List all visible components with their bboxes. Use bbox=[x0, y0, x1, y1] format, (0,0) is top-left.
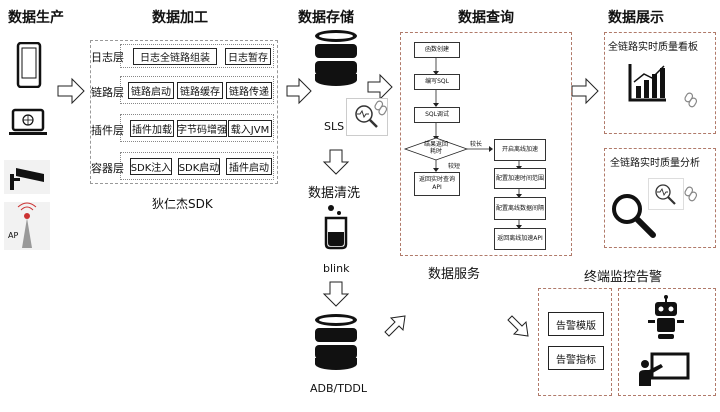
flow-create-func: 函数创建 bbox=[414, 42, 460, 58]
laptop-icon bbox=[8, 108, 48, 140]
beaker-icon bbox=[322, 204, 350, 250]
box-bytecode: 字节码增强 bbox=[177, 120, 227, 137]
cleaning-label: 数据清洗 bbox=[308, 186, 361, 201]
flow-write-sql: 编写SQL bbox=[414, 74, 460, 90]
title-production: 数据生产 bbox=[8, 10, 64, 26]
flow-short-label: 较短 bbox=[448, 163, 461, 170]
arrow-proc-to-store bbox=[286, 77, 312, 105]
arrow-adb-to-service bbox=[384, 315, 406, 337]
chart-icon bbox=[628, 62, 668, 102]
flow-debug-sql: SQL调试 bbox=[414, 107, 460, 123]
arrow-store-to-query bbox=[367, 73, 393, 101]
layer-log-label: 日志层 bbox=[91, 51, 124, 64]
box-log-stage: 日志暂存 bbox=[225, 48, 271, 65]
analysis-thumbnail bbox=[648, 178, 684, 210]
presenter-icon bbox=[636, 352, 690, 388]
layer-container-label: 容器层 bbox=[91, 162, 124, 175]
alert-indicator-box: 告警指标 bbox=[548, 346, 604, 370]
layer-plugin-label: 插件层 bbox=[91, 124, 124, 137]
layer-link-frame bbox=[120, 76, 274, 104]
phone-icon bbox=[16, 42, 42, 88]
flow-config-time: 配置加速时间范围 bbox=[494, 168, 546, 189]
alert-rules-panel bbox=[538, 288, 612, 396]
svg-text:AP: AP bbox=[8, 231, 18, 240]
decision-diamond bbox=[403, 137, 469, 161]
arrow-service-to-alert bbox=[507, 315, 529, 337]
title-processing: 数据加工 bbox=[152, 10, 208, 26]
flow-return-realtime: 返回实时查询API bbox=[414, 172, 460, 196]
flow-return-offline: 返回离线加速API bbox=[494, 228, 546, 250]
database-adb-icon bbox=[313, 312, 359, 372]
arrow-prod-to-proc bbox=[57, 77, 85, 105]
magnifier-icon bbox=[610, 192, 656, 238]
layer-link-label: 链路层 bbox=[91, 86, 124, 99]
router-icon: AP bbox=[4, 202, 50, 250]
layer-container-frame bbox=[120, 152, 274, 180]
box-link-cache: 链路缓存 bbox=[177, 82, 223, 99]
box-load-jvm: 载入JVM bbox=[228, 120, 272, 137]
sdk-name: 狄仁杰SDK bbox=[152, 197, 213, 211]
alert-terminal-panel bbox=[618, 288, 716, 396]
camera-icon bbox=[4, 160, 50, 194]
monitor-thumbnail bbox=[346, 98, 388, 136]
title-query: 数据查询 bbox=[458, 10, 514, 26]
blink-label: blink bbox=[323, 262, 350, 275]
sdk-container bbox=[90, 40, 278, 184]
flow-config-interval: 配置离线数据间隔 bbox=[494, 197, 546, 220]
title-storage: 数据存储 bbox=[298, 10, 354, 26]
board-panel bbox=[604, 32, 716, 134]
box-sdk-inject: SDK注入 bbox=[130, 158, 172, 175]
adb-label: ADB/TDDL bbox=[310, 382, 368, 395]
link-icon bbox=[374, 100, 388, 116]
arrow-blink-down bbox=[322, 281, 350, 307]
box-link-pass: 链路传递 bbox=[226, 82, 272, 99]
alert-template-box: 告警模版 bbox=[548, 312, 604, 336]
layer-plugin-frame bbox=[120, 114, 274, 142]
box-sdk-start: SDK启动 bbox=[178, 158, 220, 175]
link-icon-board bbox=[684, 92, 698, 108]
box-log-assemble: 日志全链路组装 bbox=[133, 48, 217, 65]
layer-log-frame bbox=[120, 44, 274, 68]
sls-label: SLS bbox=[324, 120, 345, 133]
box-link-start: 链路启动 bbox=[128, 82, 174, 99]
board-title: 全链路实时质量看板 bbox=[608, 42, 698, 53]
alerting-title: 终端监控告警 bbox=[584, 270, 663, 285]
database-icon bbox=[313, 28, 359, 88]
analysis-panel bbox=[604, 148, 716, 248]
robot-icon bbox=[646, 294, 686, 340]
title-display: 数据展示 bbox=[608, 10, 664, 26]
box-plugin-start: 插件启动 bbox=[226, 158, 272, 175]
arrow-query-to-display bbox=[571, 77, 599, 105]
query-container bbox=[400, 32, 572, 256]
box-plugin-load: 插件加载 bbox=[130, 120, 174, 137]
service-label: 数据服务 bbox=[428, 267, 481, 282]
analysis-title: 全链路实时质量分析 bbox=[610, 158, 700, 169]
flow-decision: 结果返回耗时 bbox=[423, 141, 448, 155]
flow-enable-offline: 开启离线加速 bbox=[494, 139, 546, 161]
link-icon-analysis bbox=[684, 186, 698, 202]
flow-long-label: 较长 bbox=[470, 141, 483, 148]
arrow-sls-down bbox=[322, 149, 350, 175]
